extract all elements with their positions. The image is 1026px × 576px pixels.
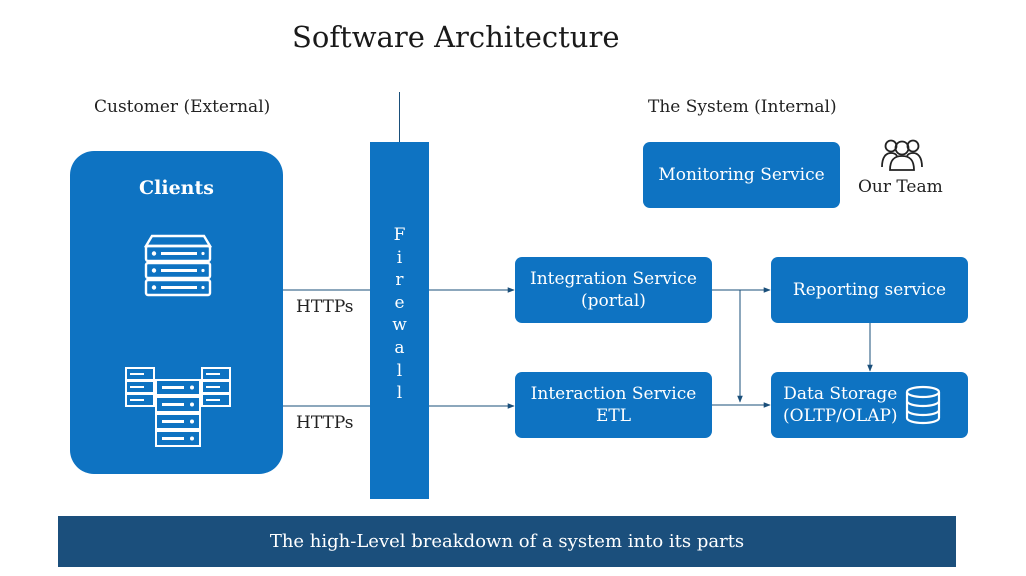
data-storage-line1: Data Storage <box>783 384 898 404</box>
firewall-label: F i r e w a l l <box>370 224 429 405</box>
integration-service-line1: Integration Service <box>529 269 697 289</box>
caption-bar: The high-Level breakdown of a system int… <box>58 516 956 567</box>
firewall-top-line <box>399 92 400 142</box>
reporting-service-box: Reporting service <box>771 257 968 323</box>
firewall-letter: w <box>392 315 407 336</box>
firewall-letter: F <box>393 225 406 245</box>
https-label-bottom: HTTPs <box>296 413 354 433</box>
customer-zone-label: Customer (External) <box>94 97 271 117</box>
system-zone-label: The System (Internal) <box>648 97 837 117</box>
monitoring-service-box: Monitoring Service <box>643 142 840 208</box>
data-storage-label: Data Storage (OLTP/OLAP) <box>783 383 898 427</box>
interaction-service-box: Interaction Service ETL <box>515 372 712 438</box>
firewall-letter: r <box>395 270 404 291</box>
database-icon <box>905 385 941 425</box>
integration-service-box: Integration Service (portal) <box>515 257 712 323</box>
interaction-service-label: Interaction Service ETL <box>531 383 697 427</box>
firewall-letter: i <box>396 247 403 268</box>
integration-service-label: Integration Service (portal) <box>530 268 697 312</box>
clients-title: Clients <box>139 177 214 199</box>
monitoring-service-label: Monitoring Service <box>658 165 825 185</box>
users-icon <box>881 139 923 171</box>
firewall-bar <box>370 142 429 499</box>
server-cluster-icon <box>125 367 231 447</box>
page-title: Software Architecture <box>292 20 620 54</box>
server-rack-icon <box>144 234 212 297</box>
integration-service-line2: (portal) <box>581 291 646 311</box>
interaction-service-line1: Interaction Service <box>530 384 697 404</box>
data-storage-box: Data Storage (OLTP/OLAP) <box>771 372 968 438</box>
caption-text: The high-Level breakdown of a system int… <box>269 531 745 552</box>
firewall-letter: l <box>396 360 403 381</box>
data-storage-line2: (OLTP/OLAP) <box>783 406 898 426</box>
firewall-letter: e <box>394 292 405 313</box>
firewall-letter: a <box>394 337 405 358</box>
https-label-top: HTTPs <box>296 297 354 317</box>
firewall-letter: l <box>396 383 403 404</box>
interaction-service-line2: ETL <box>595 406 632 426</box>
reporting-service-label: Reporting service <box>792 280 947 300</box>
team-label: Our Team <box>858 177 943 197</box>
